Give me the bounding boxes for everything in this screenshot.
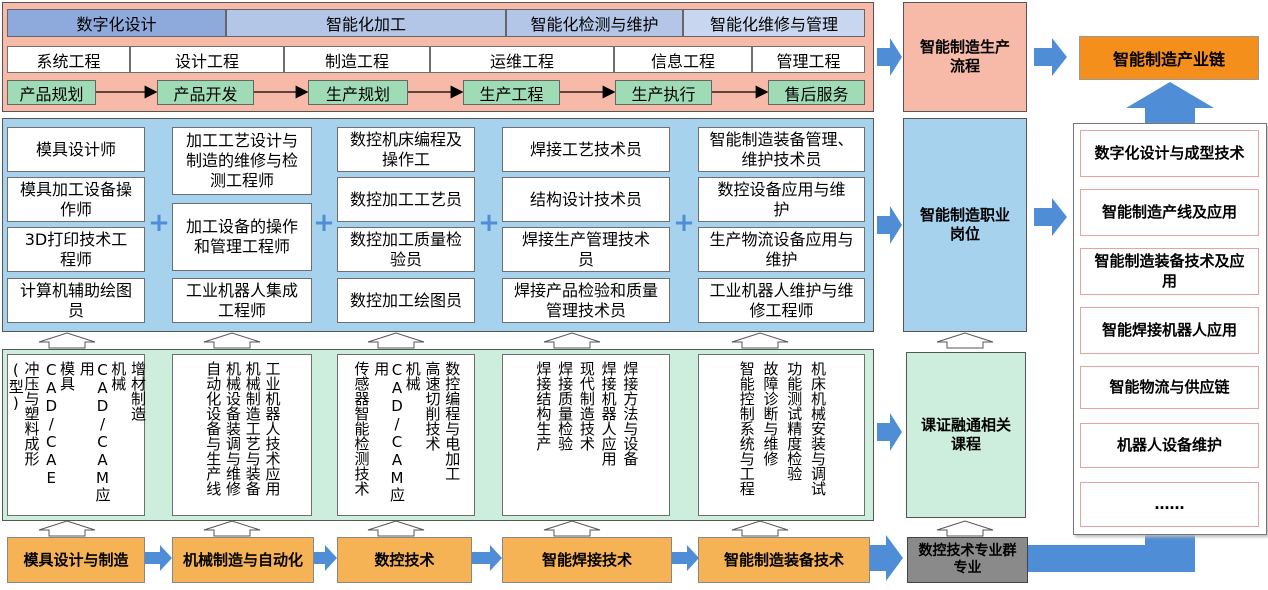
phase-4: 智能化维修与管理 [683, 9, 865, 37]
chain-item-3: 智能制造装备技术及应用 [1080, 248, 1259, 295]
job-3-3: 数控加工质量检验员 [337, 227, 475, 272]
course-group-4: 焊接方法与设备 焊接机器人应用 现代制造技术 焊接质量检验 焊接结构生产 [502, 354, 670, 516]
major-4: 智能焊接技术 [502, 537, 672, 583]
course-group-3: 数控编程与电加工 高速切削技术 机械CAD/CAM应用 传感器智能检测技术 [337, 354, 475, 516]
course-item: 传感器智能检测技术 [352, 361, 371, 496]
phase-3: 智能化检测与维护 [506, 9, 683, 37]
job-2-1: 加工工艺设计与制造的维修与检测工程师 [172, 127, 312, 195]
job-4-4: 焊接产品检验和质量管理技术员 [502, 278, 670, 323]
flow-4: 生产工程 [463, 80, 560, 105]
plus-icon: + [313, 208, 335, 238]
plus-icon: + [148, 208, 170, 238]
flow-1: 产品规划 [7, 80, 96, 105]
job-3-4: 数控加工绘图员 [337, 278, 475, 323]
plus-icon: + [673, 208, 695, 238]
engineering-3: 制造工程 [284, 46, 430, 73]
course-group-2: 工业机器人技术应用 机械制造工艺与装备 机械设备装调与维修 自动化设备与生产线 [172, 354, 312, 516]
course-item: 模具CAD/CAE [42, 361, 76, 487]
flow-2: 产品开发 [157, 80, 254, 105]
equals-icon: = [878, 208, 900, 238]
course-item: 机床机械安装与调试 [809, 361, 827, 496]
job-5-1: 智能制造装备管理、维护技术员 [698, 127, 865, 172]
job-3-1: 数控机床编程及操作工 [337, 127, 475, 172]
engineering-5: 信息工程 [614, 46, 752, 73]
major-1: 模具设计与制造 [7, 537, 145, 583]
summary-courses: 课证融通相关课程 [906, 352, 1026, 518]
job-2-3: 工业机器人集成工程师 [172, 278, 312, 323]
engineering-4: 运维工程 [430, 46, 614, 73]
course-item: 工业机器人技术应用 [263, 361, 282, 496]
course-item: 机械制造工艺与装备 [243, 361, 262, 496]
job-5-3: 生产物流设备应用与维护 [698, 227, 865, 272]
job-4-3: 焊接生产管理技术员 [502, 227, 670, 272]
plus-icon: + [478, 208, 500, 238]
course-item: 故障诊断与维修 [761, 361, 780, 466]
right-arrows [870, 38, 1067, 581]
major-5: 智能制造装备技术 [698, 537, 870, 583]
course-item: 冲压与塑料成形(型) [6, 361, 41, 466]
course-group-5: 机床机械安装与调试 功能测试精度检验 故障诊断与维修 智能控制系统与工程 [698, 354, 865, 516]
summary-process: 智能制造生产流程 [903, 2, 1027, 112]
chain-item-6: 机器人设备维护 [1080, 423, 1259, 468]
major-3: 数控技术 [337, 537, 472, 583]
engineering-1: 系统工程 [7, 46, 130, 73]
course-item: 现代制造技术 [577, 361, 596, 451]
course-item: 机械CAD/CAM应用 [77, 361, 128, 502]
job-4-2: 结构设计技术员 [502, 177, 670, 222]
engineering-2: 设计工程 [130, 46, 284, 73]
engineering-6: 管理工程 [752, 46, 865, 73]
course-item: 高速切削技术 [423, 361, 442, 451]
job-1-1: 模具设计师 [7, 127, 145, 172]
chain-item-4: 智能焊接机器人应用 [1080, 307, 1259, 354]
job-3-2: 数控加工工艺员 [337, 177, 475, 222]
course-item: 焊接质量检验 [556, 361, 575, 451]
job-5-4: 工业机器人维护与维修工程师 [698, 278, 865, 323]
course-item: 焊接结构生产 [534, 361, 553, 451]
hollow-up-arrows [38, 332, 994, 537]
chain-item-1: 数字化设计与成型技术 [1080, 130, 1259, 177]
summary-jobs: 智能制造职业岗位 [903, 118, 1027, 332]
job-5-2: 数控设备应用与维护 [698, 177, 865, 222]
course-item: 焊接方法与设备 [621, 361, 640, 466]
course-item: 自动化设备与生产线 [204, 361, 223, 496]
flow-6: 售后服务 [768, 80, 865, 105]
course-item: 焊接机器人应用 [599, 361, 618, 466]
course-item: 功能测试精度检验 [785, 361, 804, 481]
job-1-4: 计算机辅助绘图员 [7, 278, 145, 323]
flow-3: 生产规划 [308, 80, 408, 105]
course-item: 智能控制系统与工程 [737, 361, 756, 496]
course-item: 机械设备装调与维修 [224, 361, 242, 496]
course-item: 机械CAD/CAM应用 [372, 361, 422, 502]
phase-2: 智能化加工 [226, 9, 506, 37]
summary-group: 数控技术专业群专业 [907, 537, 1028, 583]
major-arrows [145, 545, 699, 571]
phase-1: 数字化设计 [7, 9, 226, 37]
flow-5: 生产执行 [615, 80, 712, 105]
chain-item-2: 智能制造产线及应用 [1080, 189, 1259, 236]
job-1-2: 模具加工设备操作师 [7, 177, 145, 222]
chain-item-5: 智能物流与供应链 [1080, 366, 1259, 409]
course-item: 数控编程与电加工 [443, 361, 462, 481]
course-item: 增材制造 [129, 361, 147, 421]
job-4-1: 焊接工艺技术员 [502, 127, 670, 172]
course-group-1: 增材制造 机械CAD/CAM应用 模具CAD/CAE 冲压与塑料成形(型) [6, 354, 147, 516]
job-1-3: 3D打印技术工程师 [7, 227, 145, 272]
chain-item-7: …… [1080, 482, 1259, 527]
chain-title: 智能制造产业链 [1079, 36, 1259, 80]
major-2: 机械制造与自动化 [172, 537, 314, 583]
job-2-2: 加工设备的操作和管理工程师 [172, 203, 312, 271]
